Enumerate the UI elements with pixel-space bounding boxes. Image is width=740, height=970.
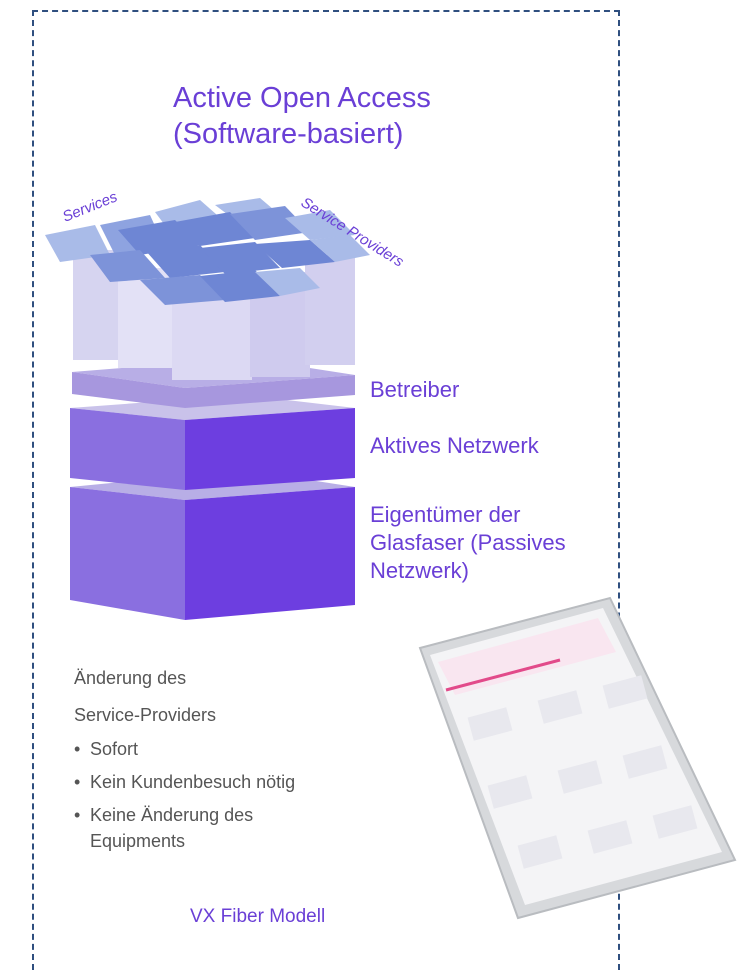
bullet-item: • Keine Änderung des Equipments bbox=[74, 802, 300, 854]
passive-label-line-1: Eigentümer der bbox=[370, 502, 521, 527]
passive-network-layer bbox=[70, 470, 355, 620]
passive-label-line-2: Glasfaser (Passives bbox=[370, 530, 566, 555]
dashed-frame bbox=[32, 10, 620, 970]
diagram-title: Active Open Access (Software-basiert) bbox=[173, 80, 431, 152]
layer-label-active-network: Aktives Netzwerk bbox=[370, 433, 539, 458]
tile-grid bbox=[45, 198, 370, 305]
bullet-text: Kein Kundenbesuch nötig bbox=[90, 772, 296, 792]
change-heading-line-1: Änderung des bbox=[74, 668, 187, 688]
bullet-text: Sofort bbox=[90, 739, 139, 759]
title-line-1: Active Open Access bbox=[173, 82, 431, 114]
layer-label-operator: Betreiber bbox=[370, 377, 460, 402]
model-caption: VX Fiber Modell bbox=[190, 906, 326, 927]
layer-label-passive-network: Eigentümer der Glasfaser (Passives Netzw… bbox=[370, 501, 566, 585]
tablet-image bbox=[418, 596, 737, 920]
bullet-text: Keine Änderung des Equipments bbox=[90, 805, 254, 851]
bullet-item: • Sofort bbox=[74, 736, 300, 762]
bullet-glyph: • bbox=[74, 739, 81, 759]
passive-label-line-3: Netzwerk) bbox=[370, 558, 470, 583]
bullet-glyph: • bbox=[74, 772, 81, 792]
change-heading-line-2: Service-Providers bbox=[74, 705, 217, 725]
services-label: Services bbox=[60, 188, 120, 225]
bullet-glyph: • bbox=[74, 805, 81, 825]
bullet-item: • Kein Kundenbesuch nötig bbox=[74, 769, 300, 795]
provider-change-list: Änderung des Service-Providers • Sofort •… bbox=[74, 660, 300, 861]
title-line-2: (Software-basiert) bbox=[173, 118, 404, 150]
active-network-layer bbox=[70, 395, 355, 490]
